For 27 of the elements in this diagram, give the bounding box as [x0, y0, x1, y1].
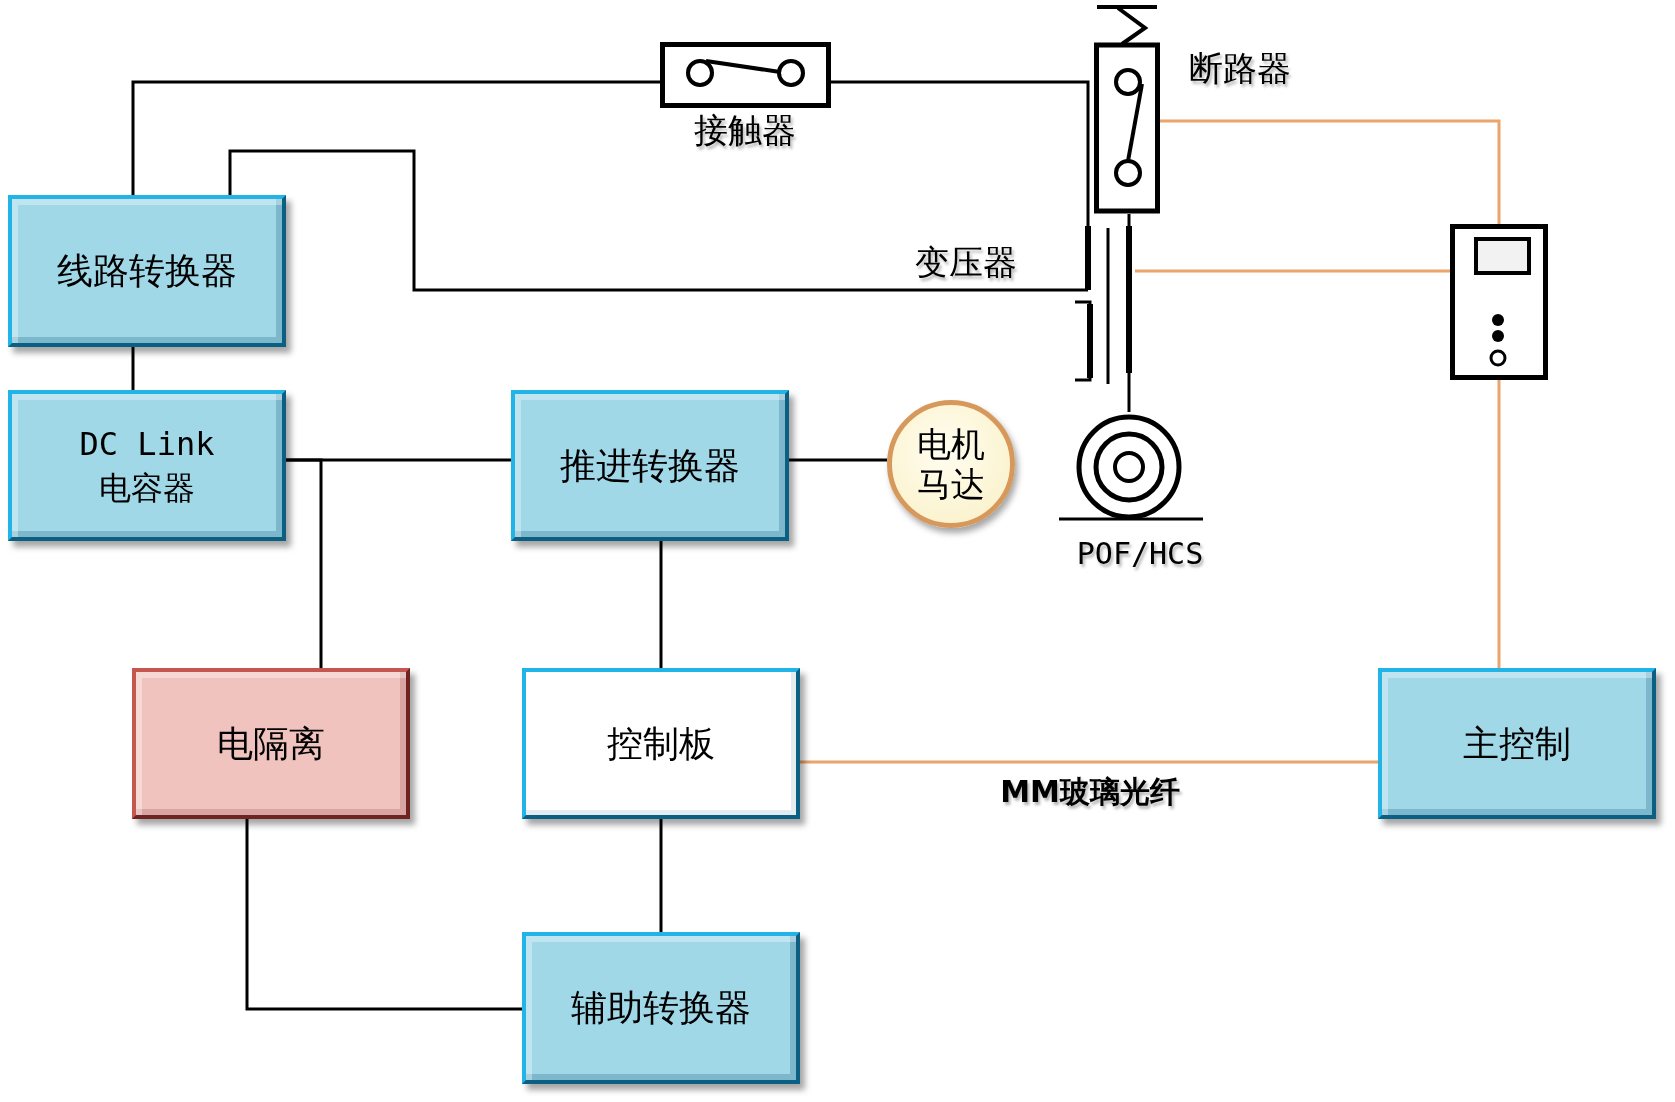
- connector-line: [228, 149, 1075, 292]
- connector-line: [245, 819, 522, 1011]
- connector-line: [659, 819, 663, 932]
- connector-line: [789, 458, 888, 462]
- component-label: 断路器: [1189, 48, 1291, 88]
- connector-line: [1160, 119, 1501, 224]
- connector-line: [1497, 380, 1501, 668]
- connector-line: [131, 80, 660, 195]
- component-label: 变压器: [915, 242, 1017, 282]
- process-box: 辅助转换器: [522, 932, 800, 1084]
- process-box: 控制板: [522, 668, 800, 819]
- connector-line: [659, 541, 663, 668]
- connector-line: [286, 458, 323, 668]
- motor-circle: 电机马达: [887, 400, 1015, 528]
- process-box: 推进转换器: [511, 390, 789, 541]
- connector-line: [1127, 386, 1131, 412]
- process-box: 电隔离: [132, 668, 410, 819]
- process-box: DC Link 电容器: [8, 390, 286, 541]
- process-box: 线路转换器: [8, 195, 286, 347]
- component-label: POF/HCS: [1076, 536, 1204, 572]
- connector-line: [131, 347, 135, 390]
- connector-line: [800, 760, 1378, 764]
- connector-line: [831, 80, 1090, 226]
- connector-line: [1135, 269, 1450, 273]
- process-box: 主控制: [1378, 668, 1656, 819]
- component-label: 接触器: [694, 110, 796, 150]
- connector-line: [1127, 214, 1131, 226]
